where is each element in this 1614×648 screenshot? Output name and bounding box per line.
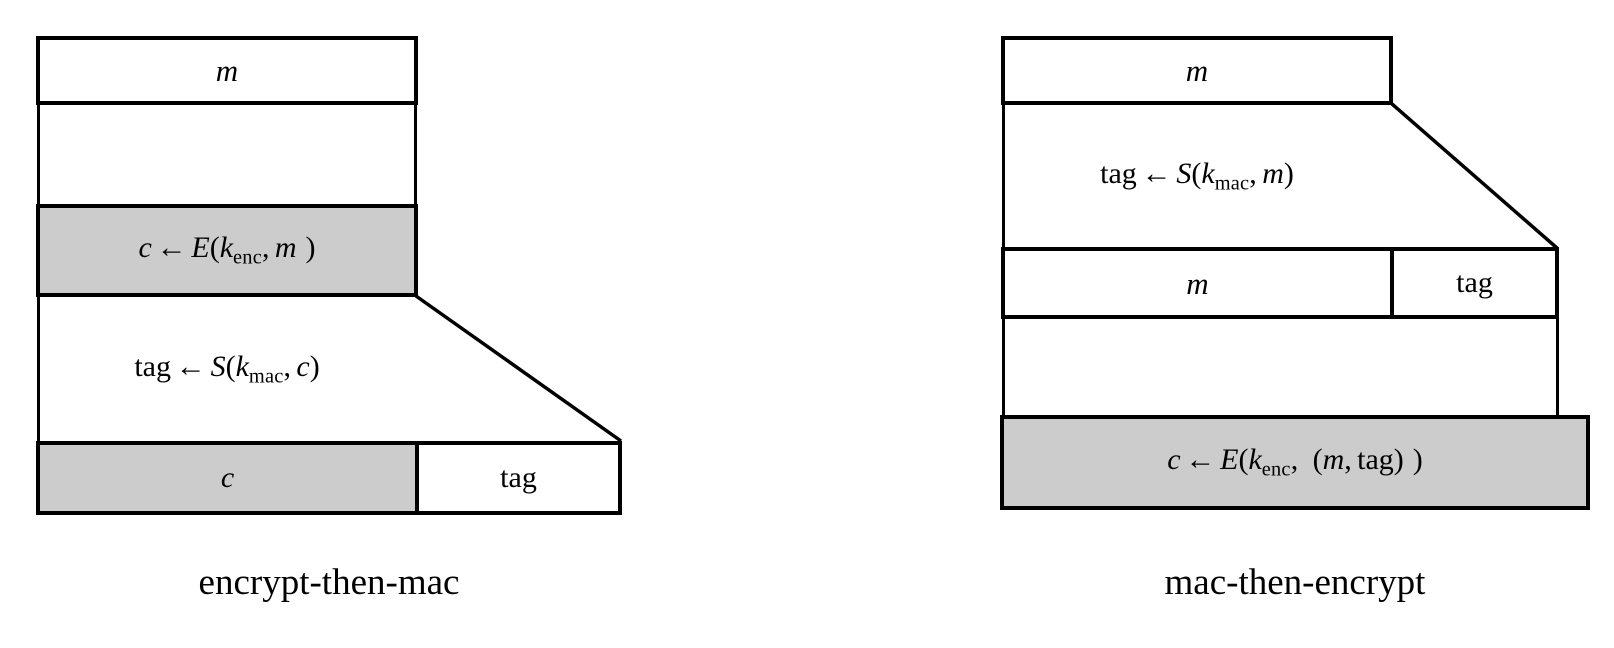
etm-mac-region: tag←S(kmac,c) bbox=[36, 297, 418, 442]
mte-message-box: m bbox=[1001, 36, 1393, 105]
mte-concat-tag-label: tag bbox=[1456, 266, 1493, 299]
etm-output-tag-cell: tag bbox=[415, 441, 622, 515]
etm-message-label: m bbox=[215, 53, 239, 88]
mte-encrypt-box: c←E(kenc,(m,tag)) bbox=[1000, 415, 1590, 510]
etm-encrypt-label: c←E(kenc,m) bbox=[138, 231, 316, 269]
etm-output-ciphertext-cell: c bbox=[36, 441, 419, 515]
etm-caption: encrypt-then-mac bbox=[198, 562, 460, 603]
mte-encrypt-right-connector-rule bbox=[1556, 319, 1559, 417]
mte-encrypt-label: c←E(kenc,(m,tag)) bbox=[1167, 443, 1423, 481]
mte-mac-label: tag←S(kmac,m) bbox=[1100, 156, 1294, 195]
etm-mac-left-rule bbox=[37, 297, 40, 443]
etm-right-connector-rule bbox=[414, 105, 417, 205]
mte-mac-region: tag←S(kmac,m) bbox=[1001, 105, 1393, 247]
mte-encrypt-left-connector-rule bbox=[1002, 319, 1005, 417]
etm-output-tag-label: tag bbox=[500, 461, 537, 494]
mte-concat-tag-cell: tag bbox=[1390, 247, 1559, 319]
mte-mac-left-rule bbox=[1002, 105, 1005, 248]
mte-concat-message-cell: m bbox=[1001, 247, 1394, 319]
mte-concat-message-label: m bbox=[1186, 265, 1209, 301]
mte-caption: mac-then-encrypt bbox=[1164, 562, 1426, 603]
etm-mac-label: tag←S(kmac,c) bbox=[134, 350, 320, 388]
etm-output-ciphertext-label: c bbox=[220, 461, 235, 494]
etm-left-connector-rule bbox=[37, 105, 40, 205]
etm-encrypt-box: c←E(kenc,m) bbox=[36, 204, 418, 297]
mte-message-label: m bbox=[1185, 53, 1209, 88]
etm-message-box: m bbox=[36, 36, 418, 105]
